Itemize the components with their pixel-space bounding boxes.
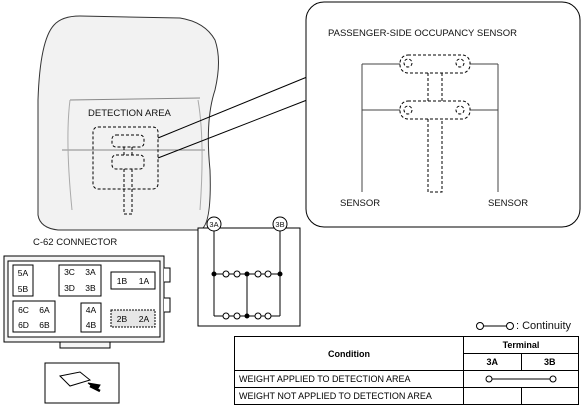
connector-thumbnail <box>44 362 120 404</box>
pin-6c: 6C <box>18 305 29 315</box>
detection-area-outline <box>92 126 159 215</box>
connector-title: C-62 CONNECTOR <box>33 237 118 248</box>
pin-4b: 4B <box>85 320 97 330</box>
pin-2b: 2B <box>116 314 128 324</box>
circuit-terminal-3a: 3A <box>209 220 219 229</box>
pin-6b: 6B <box>39 320 50 330</box>
continuity-table: Condition Terminal 3A 3B WEIGHT APPLIED … <box>234 336 579 405</box>
pin-1b: 1B <box>116 276 128 286</box>
column-3b-header: 3B <box>520 353 579 371</box>
pin-3b: 3B <box>85 283 96 293</box>
continuity-symbol <box>476 322 514 330</box>
sensor-callout-box <box>305 1 581 228</box>
table-header-row: Condition Terminal <box>234 336 579 371</box>
c62-connector-drawing <box>3 255 171 349</box>
pin-4a: 4A <box>85 305 97 315</box>
sensor-right-label: SENSOR <box>488 198 529 209</box>
table-row: WEIGHT NOT APPLIED TO DETECTION AREA <box>234 387 579 405</box>
sensor-left-label: SENSOR <box>340 198 381 209</box>
sensor-detail <box>361 54 499 193</box>
terminal-3b-cell <box>520 387 579 405</box>
pin-3a: 3A <box>85 267 96 277</box>
continuity-legend-text: : Continuity <box>516 320 572 332</box>
condition-cell: WEIGHT NOT APPLIED TO DETECTION AREA <box>234 387 464 405</box>
terminal-header: Terminal <box>463 336 579 354</box>
condition-header: Condition <box>234 336 464 371</box>
pin-2a: 2A <box>138 314 150 324</box>
pin-6d: 6D <box>18 320 29 330</box>
continuity-indicator-cell <box>463 370 579 388</box>
detection-area-label: DETECTION AREA <box>88 108 171 119</box>
table-subheader-row: 3A 3B <box>235 353 579 371</box>
column-3a-header: 3A <box>463 353 522 371</box>
terminal-3a-cell <box>463 387 522 405</box>
pin-1a: 1A <box>138 276 150 286</box>
sensor-title: PASSENGER-SIDE OCCUPANCY SENSOR <box>328 28 517 39</box>
pin-6a: 6A <box>39 305 50 315</box>
pin-5b: 5B <box>17 284 29 294</box>
table-row: WEIGHT APPLIED TO DETECTION AREA <box>234 370 579 388</box>
pin-5a: 5A <box>17 268 29 278</box>
circuit-terminal-3b: 3B <box>275 220 285 229</box>
pin-3d: 3D <box>64 283 75 293</box>
circuit-diagram <box>197 216 301 327</box>
condition-cell: WEIGHT APPLIED TO DETECTION AREA <box>234 370 464 388</box>
seat-illustration <box>37 15 219 231</box>
pin-3c: 3C <box>64 267 75 277</box>
continuity-symbol-row <box>485 375 557 383</box>
